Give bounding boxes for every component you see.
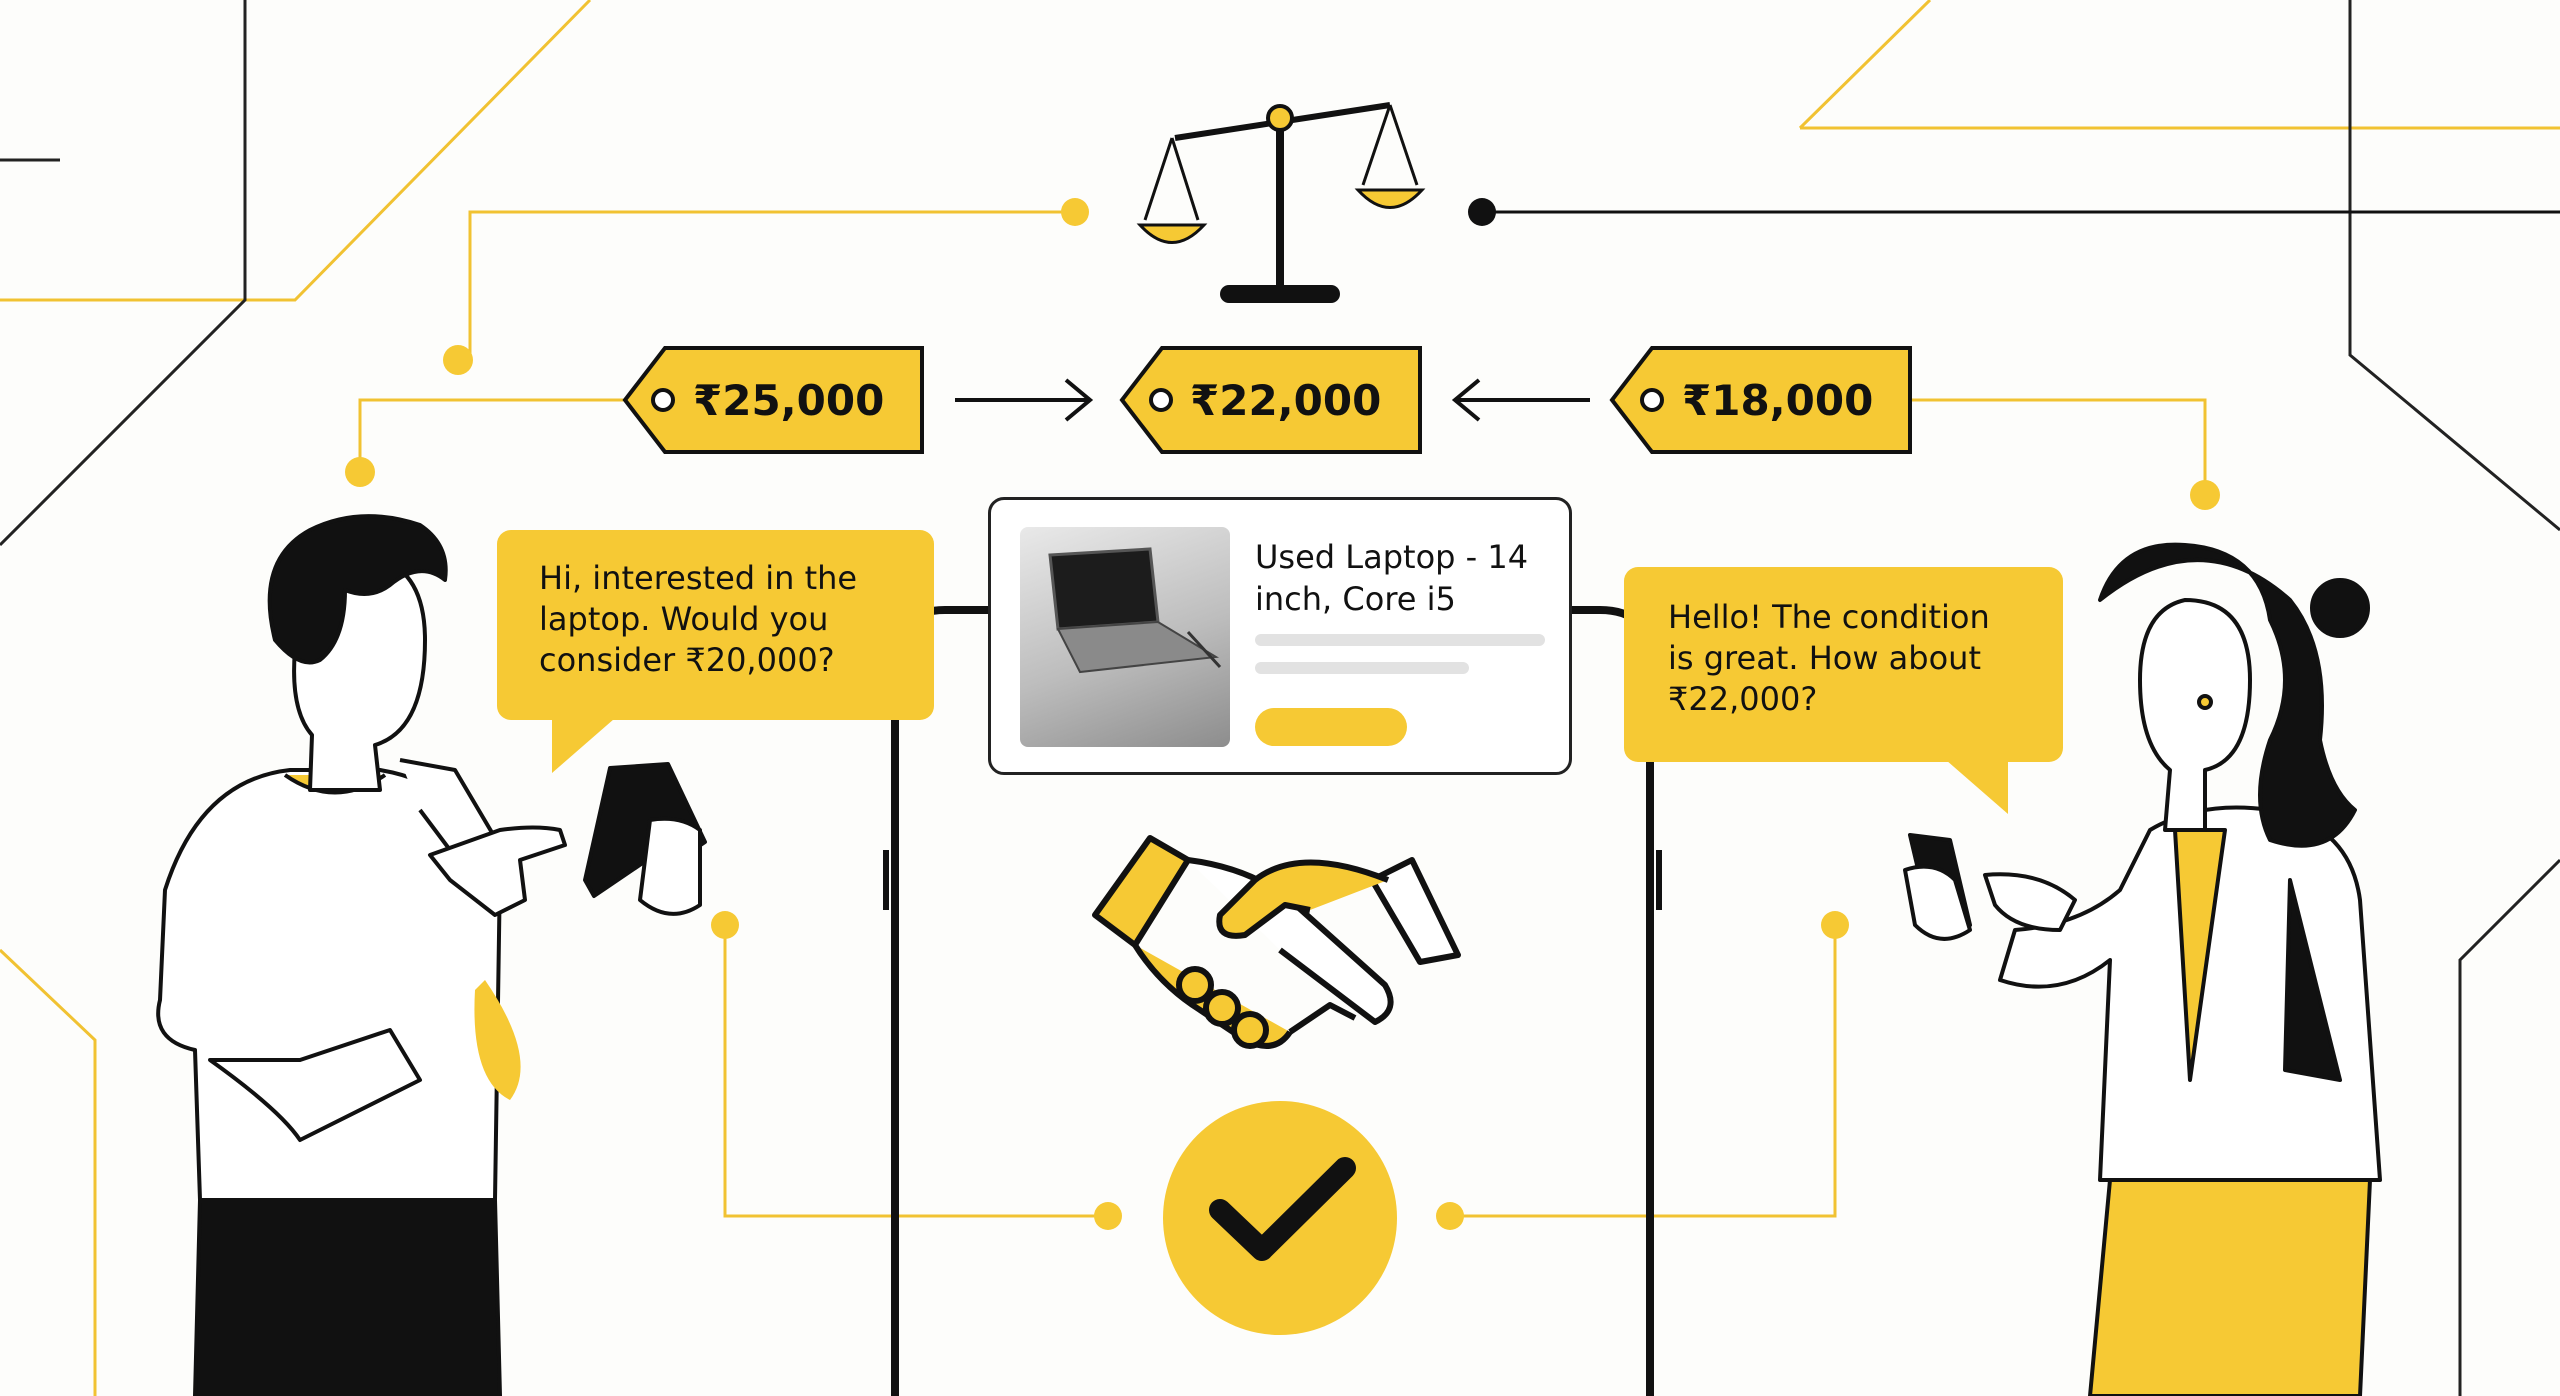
listing-action-button[interactable] [1255, 708, 1407, 746]
price-tag-label: ₹22,000 [1190, 376, 1381, 425]
price-tag-seller-ask: ₹25,000 [622, 346, 924, 454]
phone-button [883, 850, 889, 910]
seller-chat-bubble: Hello! The condition is great. How about… [1624, 567, 2063, 814]
listing-placeholder-line [1255, 662, 1469, 674]
buyer-person [156, 514, 707, 1396]
phone-button [1656, 850, 1662, 910]
arrow-right-icon [955, 378, 1094, 422]
buyer-chat-bubble: Hi, interested in the laptop. Would you … [497, 530, 934, 773]
checkmark-icon [1163, 1101, 1397, 1335]
listing-title: Used Laptop - 14 inch, Core i5 [1255, 538, 1529, 618]
seller-person [1903, 542, 2382, 1396]
price-tag-buyer-offer: ₹18,000 [1609, 346, 1912, 454]
handshake-icon [1092, 835, 1461, 1049]
laptop-photo [1020, 527, 1230, 747]
bubble-tail [552, 719, 614, 773]
arrow-left-icon [1451, 378, 1590, 422]
listing-card[interactable]: Used Laptop - 14 inch, Core i5 [988, 497, 1572, 775]
price-tag-label: ₹25,000 [693, 376, 884, 425]
seller-message-text: Hello! The condition is great. How about… [1668, 598, 1990, 718]
price-tag-agreed: ₹22,000 [1119, 346, 1422, 454]
connector-lines [345, 198, 2560, 1230]
scales-icon [1136, 102, 1426, 303]
price-tag-label: ₹18,000 [1682, 376, 1873, 425]
listing-placeholder-line [1255, 634, 1545, 646]
bubble-tail [1946, 760, 2008, 814]
buyer-message-text: Hi, interested in the laptop. Would you … [539, 559, 858, 679]
